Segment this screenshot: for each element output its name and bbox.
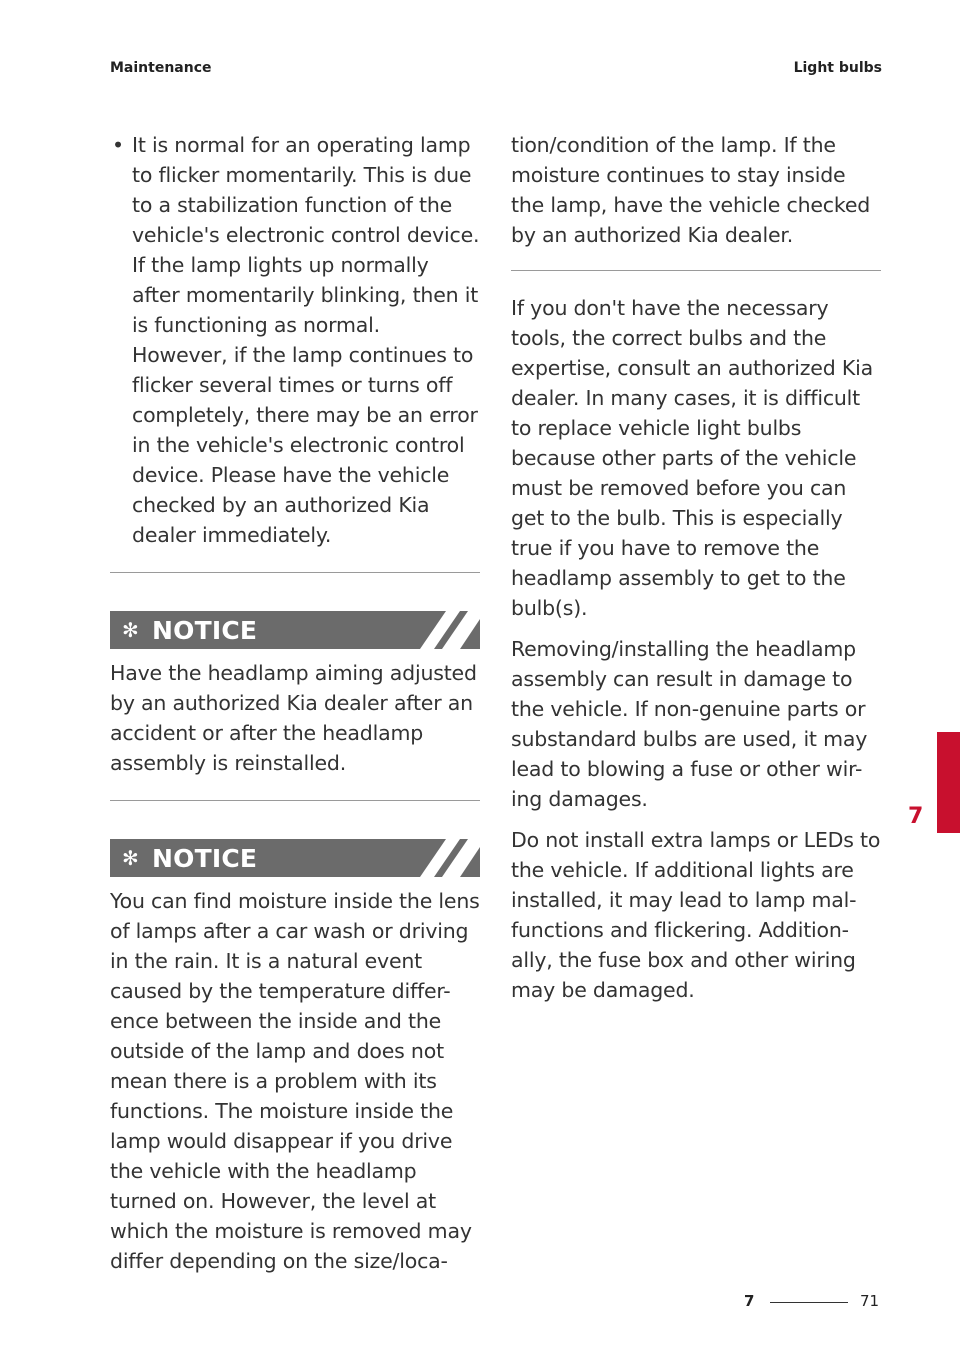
notice-text: You can find moisture inside the lens of… <box>110 889 480 1273</box>
divider <box>511 270 881 271</box>
notice-title: NOTICE <box>152 843 258 873</box>
bullet-marker: • <box>112 133 124 157</box>
body-paragraph: Do not install extra lamps or LEDs to th… <box>511 828 881 1002</box>
notice-icon: ✻ <box>122 846 139 870</box>
notice-text: Have the headlamp aiming adjusted by an … <box>110 661 477 775</box>
footer-divider <box>770 1302 848 1303</box>
bullet-item: • It is normal for an operating lamp to … <box>110 130 480 550</box>
notice-stripes-icon <box>420 611 480 649</box>
body-paragraph: If you don't have the necessary tools, t… <box>511 296 873 620</box>
notice-continuation: tion/condition of the lamp. If the moist… <box>511 133 871 247</box>
notice-stripes-icon <box>420 839 480 877</box>
chapter-tab-number: 7 <box>908 804 924 829</box>
page-number: 71 <box>860 1292 880 1310</box>
header-section: Maintenance <box>110 60 212 76</box>
body-paragraph: Removing/installing the headlamp assembl… <box>511 637 868 811</box>
notice-title: NOTICE <box>152 615 258 645</box>
bullet-text: It is normal for an operating lamp to fl… <box>132 133 480 547</box>
notice-icon: ✻ <box>122 618 139 642</box>
header-topic: Light bulbs <box>793 60 882 76</box>
notice-header: ✻ NOTICE <box>110 839 480 877</box>
right-column: tion/condition of the lamp. If the moist… <box>511 128 881 1005</box>
footer-chapter: 7 <box>744 1292 755 1310</box>
divider <box>110 800 480 801</box>
left-column: • It is normal for an operating lamp to … <box>110 128 480 1276</box>
notice-header: ✻ NOTICE <box>110 611 480 649</box>
divider <box>110 572 480 573</box>
chapter-tab <box>937 732 960 833</box>
